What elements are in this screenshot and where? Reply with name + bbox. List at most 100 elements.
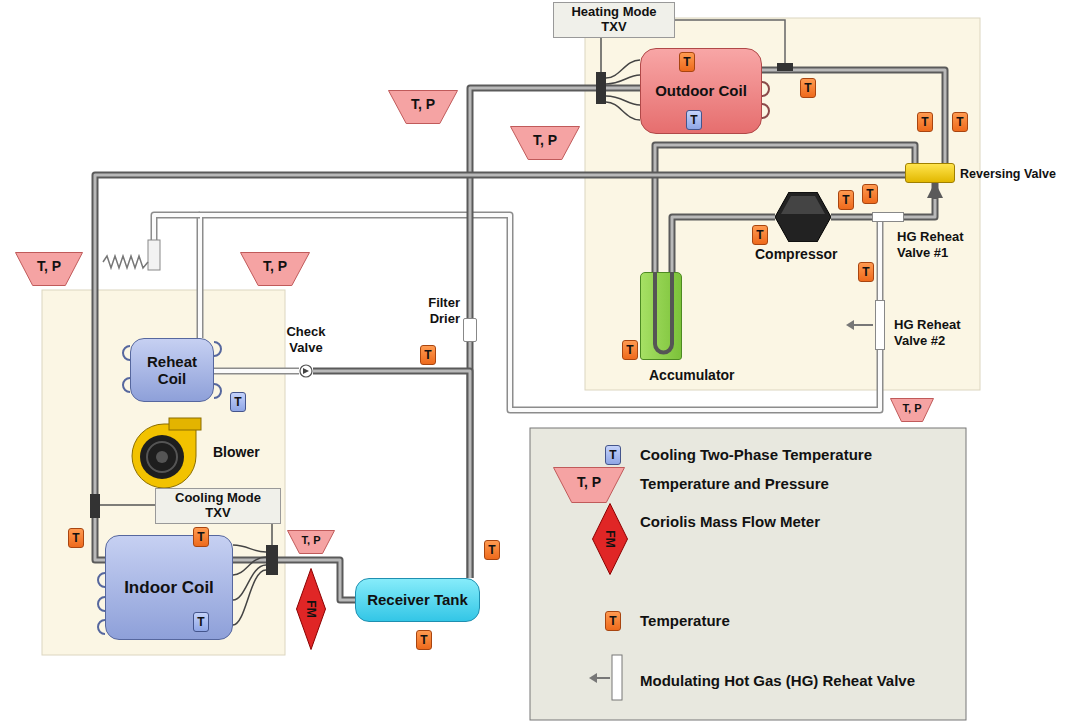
label-box: Heating Mode TXV: [553, 2, 675, 38]
sensor-label: T: [862, 265, 869, 279]
pipe-core: [313, 371, 470, 578]
hot-gas-reheat-valve: HG Reheat Valve #1: [872, 212, 904, 222]
valve-arrow-head: [589, 673, 597, 683]
two-phase-temperature-sensor: T: [686, 110, 702, 130]
blower: Blower: [125, 416, 203, 490]
reheat-pipe: [154, 215, 200, 240]
temperature-pressure-sensor: T, P: [388, 90, 458, 124]
sensor-label: T: [756, 228, 763, 242]
sensor-label: T: [956, 115, 963, 129]
sensor-label: T: [420, 633, 427, 647]
temperature-pressure-sensor: T, P: [553, 467, 625, 503]
sensor-label: T: [609, 448, 616, 462]
check-valve: Check Valve: [299, 364, 313, 378]
temperature-sensor: T: [484, 540, 500, 560]
coil-return-bends: [98, 573, 105, 634]
pipe-outline: [672, 217, 775, 272]
pipe-outline: [233, 560, 355, 600]
indoor-coil: Reheat Coil: [130, 338, 214, 402]
temperature-sensor: T: [68, 528, 84, 548]
refrigerant-pipe: [470, 88, 640, 318]
pipe-outline: [200, 215, 880, 410]
pipe-outline: [904, 183, 935, 217]
reheat-fitting: [148, 240, 160, 270]
sensing-bulb: [777, 63, 793, 71]
sensor-label: T: [234, 395, 241, 409]
sensor-label: T: [690, 113, 697, 127]
label-box: Cooling Mode TXV: [155, 488, 281, 524]
sensor-label: T: [72, 531, 79, 545]
sensor-label: T: [197, 615, 204, 629]
refrigerant-pipe: [313, 371, 470, 578]
reversing-valve: Reversing Valve: [905, 163, 955, 183]
refrigerant-pipe: [672, 217, 775, 272]
temperature-sensor: T: [800, 78, 816, 98]
two-phase-temperature-sensor: T: [193, 612, 209, 632]
sensor-label: T, P: [533, 132, 557, 148]
pipe-outline: [214, 368, 299, 375]
temperature-sensor: T: [952, 112, 968, 132]
temperature-sensor: T: [420, 345, 436, 365]
two-phase-temperature-sensor: T: [605, 445, 621, 465]
node-label: Reheat Coil: [137, 353, 207, 388]
distributor-tubes: [233, 545, 266, 625]
mass-flow-meter: FM: [592, 503, 628, 575]
legend-text: Temperature: [640, 612, 730, 630]
hot-gas-reheat-valve: HG Reheat Valve #2: [875, 300, 885, 350]
node-label: Reversing Valve: [960, 166, 1056, 182]
node-label: Accumulator: [649, 367, 735, 383]
legend-text: Temperature and Pressure: [640, 475, 829, 493]
pipe-outline: [470, 88, 640, 318]
indoor-unit-panel: [42, 290, 285, 655]
valve-arrow: [852, 324, 873, 326]
refrigerant-pipe: [831, 217, 872, 218]
blower-picture: [125, 416, 203, 490]
refrigerant-pipe: [214, 371, 299, 372]
compressor: Compressor: [775, 192, 831, 242]
sensor-label: T, P: [577, 474, 601, 490]
valve-arrow-head: [846, 320, 854, 330]
pipe-core: [470, 88, 640, 318]
refrigerant-pipe: [880, 222, 881, 300]
sensor-label: FM: [603, 530, 617, 547]
accumulator-u-tube: [640, 272, 682, 360]
sensor-label: FM: [304, 600, 318, 617]
accumulator: Accumulator: [640, 272, 682, 360]
temperature-pressure-sensor: T, P: [15, 252, 83, 286]
check-valve-symbol: [299, 364, 313, 378]
temperature-sensor: T: [416, 630, 432, 650]
pipe-outline: [95, 175, 905, 560]
temperature-sensor: T: [193, 527, 209, 547]
pipe-outline: [831, 214, 872, 221]
legend-panel: [530, 428, 966, 720]
coil-return-bends: [762, 82, 769, 118]
node-label: HG Reheat Valve #1: [897, 229, 981, 261]
pipe-core: [233, 560, 355, 600]
temperature-sensor: T: [752, 225, 768, 245]
pipe-core: [831, 216, 872, 219]
indoor-coil: Indoor Coil: [105, 535, 233, 640]
compressor-symbol: [775, 192, 831, 242]
node-label: Check Valve: [281, 324, 331, 356]
node-label: Compressor: [755, 246, 837, 262]
sensor-label: T, P: [411, 96, 435, 112]
mass-flow-meter: FM: [296, 568, 326, 650]
temperature-sensor: T: [679, 52, 695, 72]
pipe-core: [904, 199, 935, 217]
sensor-label: T: [626, 343, 633, 357]
sensor-label: T: [609, 614, 616, 628]
refrigerant-pipe: [904, 183, 935, 217]
sensor-label: T: [842, 193, 849, 207]
pipe-outline: [655, 145, 915, 272]
sensor-label: T, P: [903, 402, 922, 414]
node-label: Filter Drier: [418, 295, 460, 327]
temperature-sensor: T: [622, 340, 638, 360]
temperature-pressure-sensor: T, P: [287, 530, 335, 554]
sensor-label: T: [921, 115, 928, 129]
node-label: Outdoor Coil: [655, 82, 747, 99]
pipe-core: [672, 217, 775, 272]
sensor-label: T: [683, 55, 690, 69]
capillary-line: [100, 504, 155, 506]
sensor-label: T: [197, 530, 204, 544]
sensing-bulb: [90, 494, 100, 518]
